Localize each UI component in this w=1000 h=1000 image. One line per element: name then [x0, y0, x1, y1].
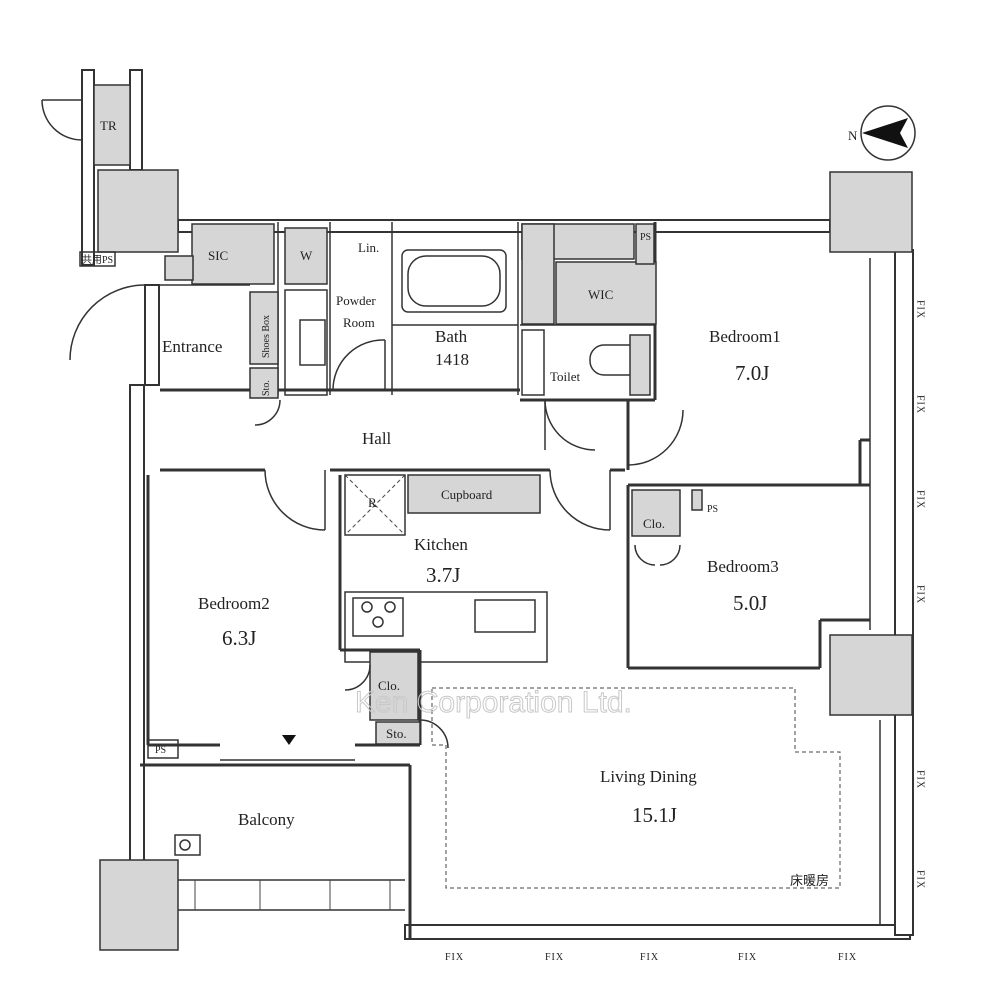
entrance-label: Entrance [162, 337, 222, 356]
interior-walls [140, 222, 870, 940]
fix-bottom-2: FIX [545, 952, 564, 963]
ps-wic-label: PS [640, 232, 651, 243]
ps-bedroom3-label: PS [707, 504, 718, 515]
w-label: W [300, 248, 313, 263]
fix-labels: FIX FIX FIX FIX FIX FIX FIX FIX FIX FIX … [445, 300, 926, 963]
compass: N [848, 105, 916, 161]
sto-shoes-label: Sto. [261, 380, 272, 396]
exterior-walls [81, 69, 914, 951]
toilet-label: Toilet [550, 369, 581, 384]
kyoyo-ps-label: 共用PS [82, 254, 113, 266]
fix-right-3: FIX [915, 490, 926, 509]
compass-label: N [848, 128, 858, 143]
living-dining-label: Living Dining [600, 767, 697, 786]
room-labels: TR 共用PS SIC W Lin. Powder Room Shoes Box… [82, 118, 829, 888]
wic-label: WIC [588, 287, 613, 302]
kitchen-area: 3.7J [426, 563, 460, 587]
doors [41, 99, 684, 749]
bedroom1-area: 7.0J [735, 361, 769, 385]
living-dining-area: 15.1J [632, 803, 677, 827]
bedroom3-area: 5.0J [733, 591, 767, 615]
kitchen-label: Kitchen [414, 535, 468, 554]
lin-label: Lin. [358, 240, 379, 255]
room-label: Room [343, 315, 375, 330]
balcony-label: Balcony [238, 810, 295, 829]
bedroom3-label: Bedroom3 [707, 557, 779, 576]
bedroom1-label: Bedroom1 [709, 327, 781, 346]
bath-label: Bath [435, 327, 468, 346]
fixtures [79, 223, 841, 889]
fix-right-4: FIX [915, 585, 926, 604]
tr-label: TR [100, 118, 117, 133]
fix-right-6: FIX [915, 870, 926, 889]
cupboard-label: Cupboard [441, 487, 493, 502]
refrigerator-label: R [368, 495, 377, 510]
bath-size-label: 1418 [435, 350, 469, 369]
shoes-box-label: Shoes Box [261, 315, 272, 358]
clo-kitchen-label: Clo. [378, 678, 400, 693]
powder-label: Powder [336, 293, 376, 308]
sto-kitchen-label: Sto. [386, 726, 407, 741]
north-arrow-icon [862, 118, 908, 148]
sic-label: SIC [208, 248, 228, 263]
bedroom2-label: Bedroom2 [198, 594, 270, 613]
floor-heating-label: 床暖房 [790, 873, 829, 888]
fix-bottom-5: FIX [838, 952, 857, 963]
fix-right-1: FIX [915, 300, 926, 319]
watermark: Ken Corporation Ltd. [355, 686, 632, 719]
fix-bottom-4: FIX [738, 952, 757, 963]
bedroom2-area: 6.3J [222, 626, 256, 650]
fix-bottom-3: FIX [640, 952, 659, 963]
fix-bottom-1: FIX [445, 952, 464, 963]
fix-right-2: FIX [915, 395, 926, 414]
fix-right-5: FIX [915, 770, 926, 789]
ps-bedroom2-label: PS [155, 745, 166, 756]
hall-label: Hall [362, 429, 392, 448]
clo-bedroom3-label: Clo. [643, 516, 665, 531]
